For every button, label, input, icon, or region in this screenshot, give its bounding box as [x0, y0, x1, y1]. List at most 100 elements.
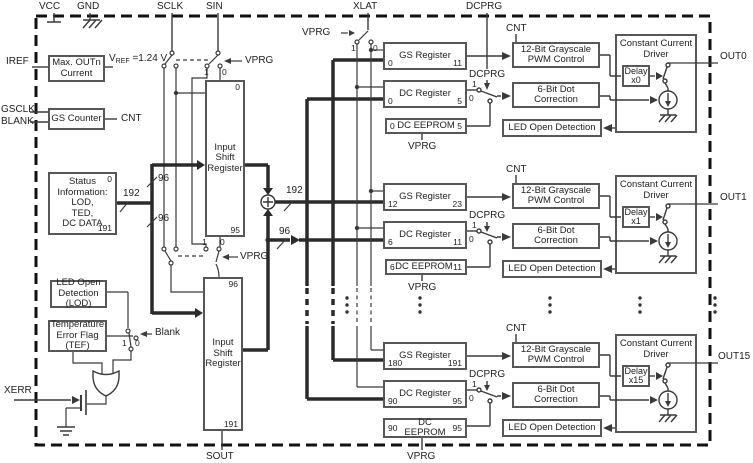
ee-low: 6 [390, 261, 395, 272]
ee-label: DC EEPROM [404, 416, 446, 438]
delay-row2: Delay x1 [622, 206, 650, 228]
switch-0: 0 [222, 67, 227, 77]
lod-block: LED Open Detection (LOD) [50, 278, 107, 309]
dot-l2: Correction [534, 94, 578, 105]
pin-out15: OUT15 [718, 351, 751, 362]
drv-l2: Driver [643, 348, 669, 360]
ground-icon [57, 427, 75, 435]
cnt-label-counter: CNT [121, 113, 142, 124]
dc-eeprom-row3: 90 DC EEPROM 95 [383, 416, 467, 438]
gs-high: 191 [447, 357, 462, 368]
vprg-label-row2: VPRG [408, 282, 437, 293]
gs-high: 23 [452, 198, 462, 209]
blank-arrow-icon [140, 331, 147, 337]
vref-value: =1.24 V [129, 53, 168, 64]
gs-register-label: GS Register [399, 349, 451, 361]
bus-192: 192 [123, 188, 140, 199]
vcc-terminal-icon [47, 13, 61, 22]
delay-l2: x0 [631, 75, 641, 85]
pin-out1: OUT1 [720, 192, 747, 203]
max-outn-current-block: Max. OUTn Current [48, 55, 105, 82]
switch-0: 0 [469, 393, 474, 403]
status-information-block: 0 Status Information: LOD, TED, DC DATA … [48, 172, 117, 235]
dc-register-label: DC Register [399, 87, 451, 99]
input-shift-register-top: 0 Input Shift Register 95 [205, 80, 245, 237]
device-border [36, 16, 710, 445]
switch-to-gate [113, 351, 131, 374]
or-gate-icon [93, 371, 119, 396]
vref-base: V [109, 53, 116, 64]
dc-low: 90 [388, 395, 398, 406]
gs-register-label: GS Register [399, 190, 451, 202]
isr-top-l3: Register [207, 162, 243, 174]
bus-96: 96 [158, 213, 170, 224]
ee-high: 11 [453, 261, 462, 272]
gs-register-row1: GS Register 0 11 [383, 42, 467, 70]
bus-96: 96 [279, 226, 291, 237]
led-open-detection-row3: LED Open Detection [502, 419, 602, 437]
led-open-detection-row1: LED Open Detection [502, 119, 602, 137]
drv-l2: Driver [643, 189, 669, 201]
vprg-label-sin: VPRG [245, 55, 274, 66]
source-wire [66, 408, 81, 427]
status-top-index: 0 [107, 174, 112, 184]
delay-l2: x1 [631, 216, 641, 226]
switch-0: 0 [135, 338, 140, 348]
pwm-l2: PWM Control [527, 54, 585, 65]
ee-low: 90 [388, 422, 398, 433]
dcprg-arrow-row1 [484, 83, 490, 90]
delay-row3: Delay x15 [622, 365, 650, 387]
pin-dcprg: DCPRG [466, 1, 503, 12]
pwm-control-row1: 12-Bit Grayscale PWM Control [512, 42, 600, 68]
ee-label: DC EEPROM [395, 260, 453, 272]
gs-register-row3: GS Register 180 191 [383, 342, 467, 370]
vprg-arrow-icon [349, 30, 355, 36]
switch-1: 1 [204, 67, 209, 77]
dc-low: 6 [388, 236, 393, 247]
vprg-label-lower: VPRG [240, 251, 269, 262]
gate-output [87, 396, 106, 404]
dc-high: 95 [452, 395, 462, 406]
pwm-control-row2: 12-Bit Grayscale PWM Control [512, 183, 600, 209]
xlat-switch [341, 30, 383, 387]
vprg-label-row1: VPRG [408, 141, 437, 152]
switch-1: 1 [122, 338, 127, 348]
dot-l2: Correction [534, 394, 578, 405]
tef-l3: (TEF) [65, 340, 90, 352]
isr-bot-index96: 96 [228, 279, 238, 289]
pin-iref: IREF [6, 56, 29, 67]
lod-wire [107, 292, 128, 328]
pin-gnd: GND [77, 1, 100, 12]
gs-latch-line [371, 44, 383, 350]
gs-register-row2: GS Register 12 23 [383, 183, 467, 211]
pin-xlat: XLAT [353, 1, 378, 12]
ee-label: DC EEPROM [397, 119, 455, 131]
vprg-arrow-icon [224, 58, 231, 64]
gnd-terminal-icon [83, 13, 102, 28]
gs-low: 0 [388, 57, 393, 68]
bus-192: 192 [286, 185, 303, 196]
delay-l2: x15 [628, 375, 644, 385]
gs-counter-label: GS Counter [51, 112, 102, 124]
led-open-detection-row2: LED Open Detection [502, 260, 602, 278]
switch-0: 0 [469, 234, 474, 244]
dcprg-row-arrows [484, 222, 490, 391]
pin-sout: SOUT [206, 451, 234, 462]
isr-bot-index191: 191 [223, 418, 238, 429]
gs-low: 12 [388, 198, 398, 209]
drv-l2: Driver [643, 48, 669, 60]
dot-correction-row3: 6-Bit Dot Correction [512, 382, 600, 408]
dc-register-label: DC Register [399, 387, 451, 399]
dc-register-label: DC Register [399, 228, 451, 240]
drv-l1: Constant Current [619, 38, 693, 49]
pwm-l2: PWM Control [527, 354, 585, 365]
pin-sclk: SCLK [157, 1, 184, 12]
dc-register-row1: DC Register 0 5 [383, 80, 467, 108]
switch-0: 0 [220, 237, 225, 247]
switch-1: 1 [472, 79, 477, 89]
pwm-l2: PWM Control [527, 195, 585, 206]
drv-l1: Constant Current [619, 338, 693, 349]
max-outn-line2: Current [60, 67, 93, 79]
dc-register-row2: DC Register 6 11 [383, 221, 467, 249]
blank-label: Blank [155, 327, 181, 338]
